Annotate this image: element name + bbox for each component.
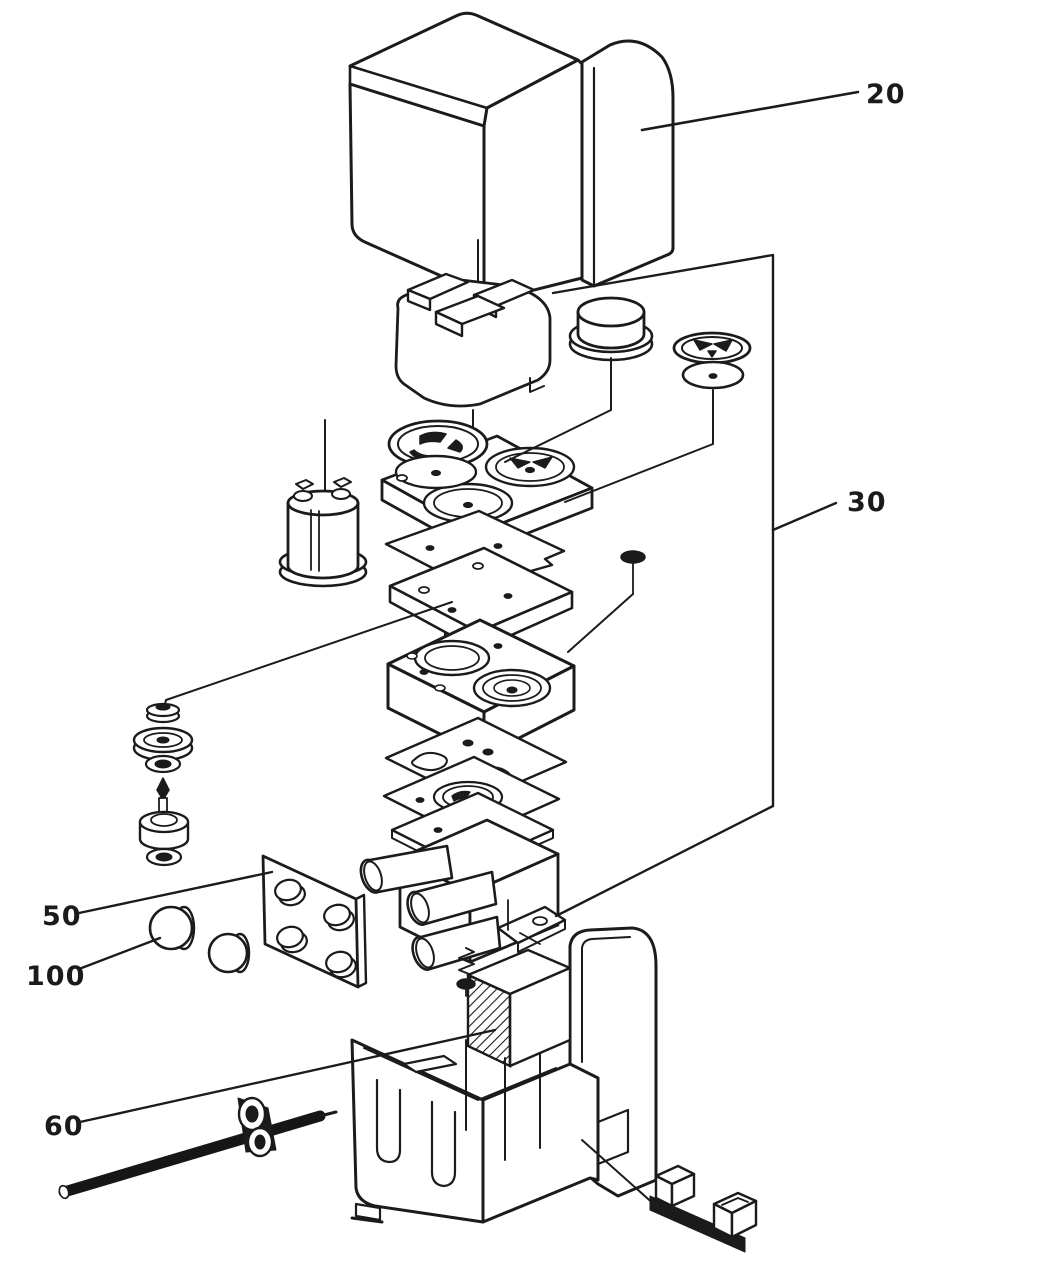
callouts: 20 30 50 100 60 xyxy=(26,79,906,1142)
primer-bulb xyxy=(568,296,654,362)
filter-element xyxy=(466,948,572,1068)
base-housing xyxy=(350,926,658,1224)
callout-100: 100 xyxy=(26,961,85,992)
callout-60: 60 xyxy=(44,1111,84,1142)
callout-20: 20 xyxy=(866,79,906,110)
leader-lines xyxy=(77,90,860,1124)
top-cover xyxy=(348,11,675,299)
manifold-block xyxy=(359,818,567,997)
throttle-rod xyxy=(58,1096,338,1200)
callout-50: 50 xyxy=(42,901,82,932)
callout-30: 30 xyxy=(847,487,887,518)
rod-clamp xyxy=(237,1096,277,1158)
plate-holes xyxy=(274,878,357,979)
rotary-valve-discs xyxy=(672,331,752,390)
mounting-plate xyxy=(261,854,368,989)
mounting-bracket xyxy=(581,1139,758,1253)
rocker-block xyxy=(394,272,552,408)
solenoid xyxy=(278,477,368,588)
screw xyxy=(620,550,646,595)
needle-valve-stack xyxy=(132,702,194,867)
plug-caps xyxy=(148,905,251,974)
